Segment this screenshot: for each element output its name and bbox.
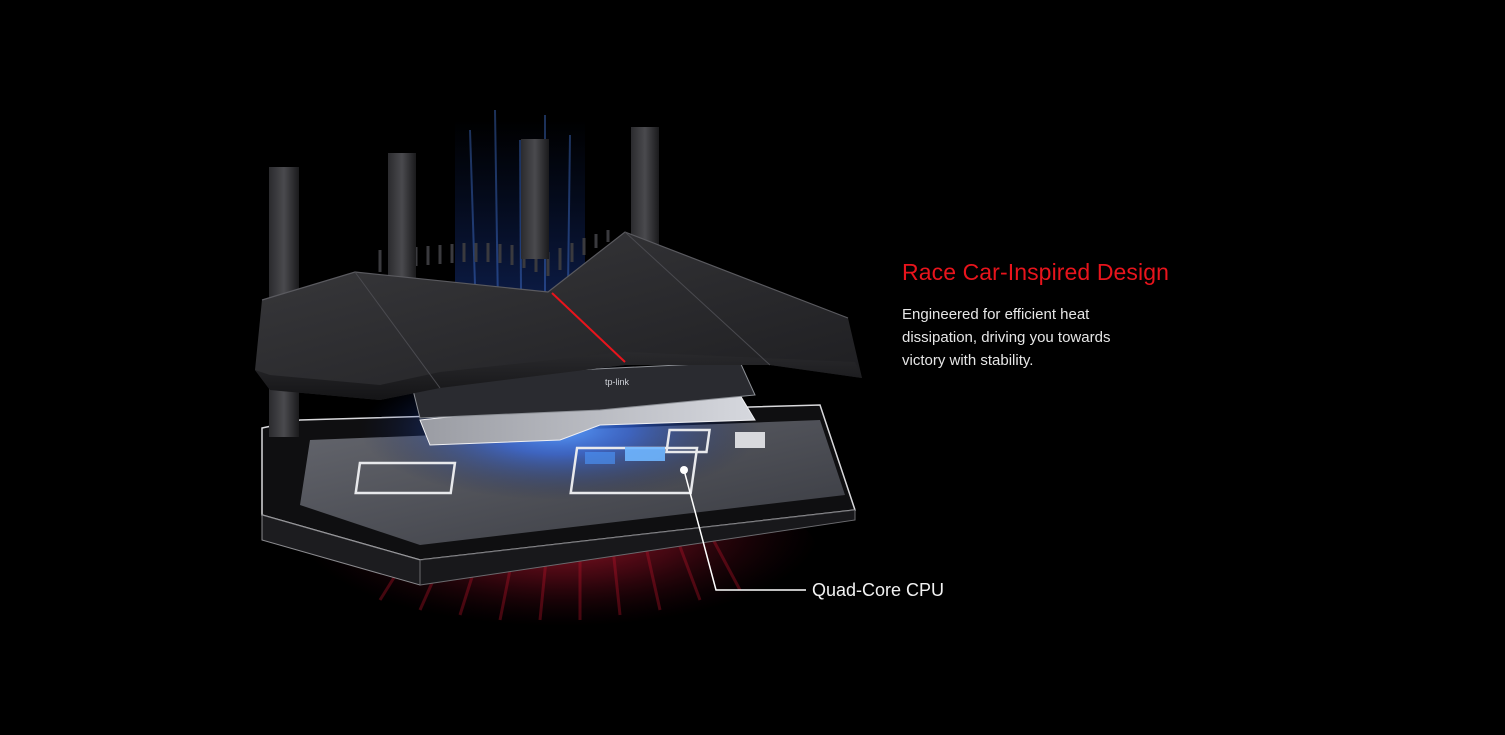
tp-link-logo: tp-link <box>605 377 630 387</box>
leader-line-icon <box>680 466 806 591</box>
feature-description: Engineered for efficient heat dissipatio… <box>902 306 1111 369</box>
feature-block: Race Car-Inspired Design Engineered for … <box>902 258 1232 372</box>
cpu-callout-label: Quad-Core CPU <box>812 580 945 600</box>
feature-title: Race Car-Inspired Design <box>902 259 1170 285</box>
